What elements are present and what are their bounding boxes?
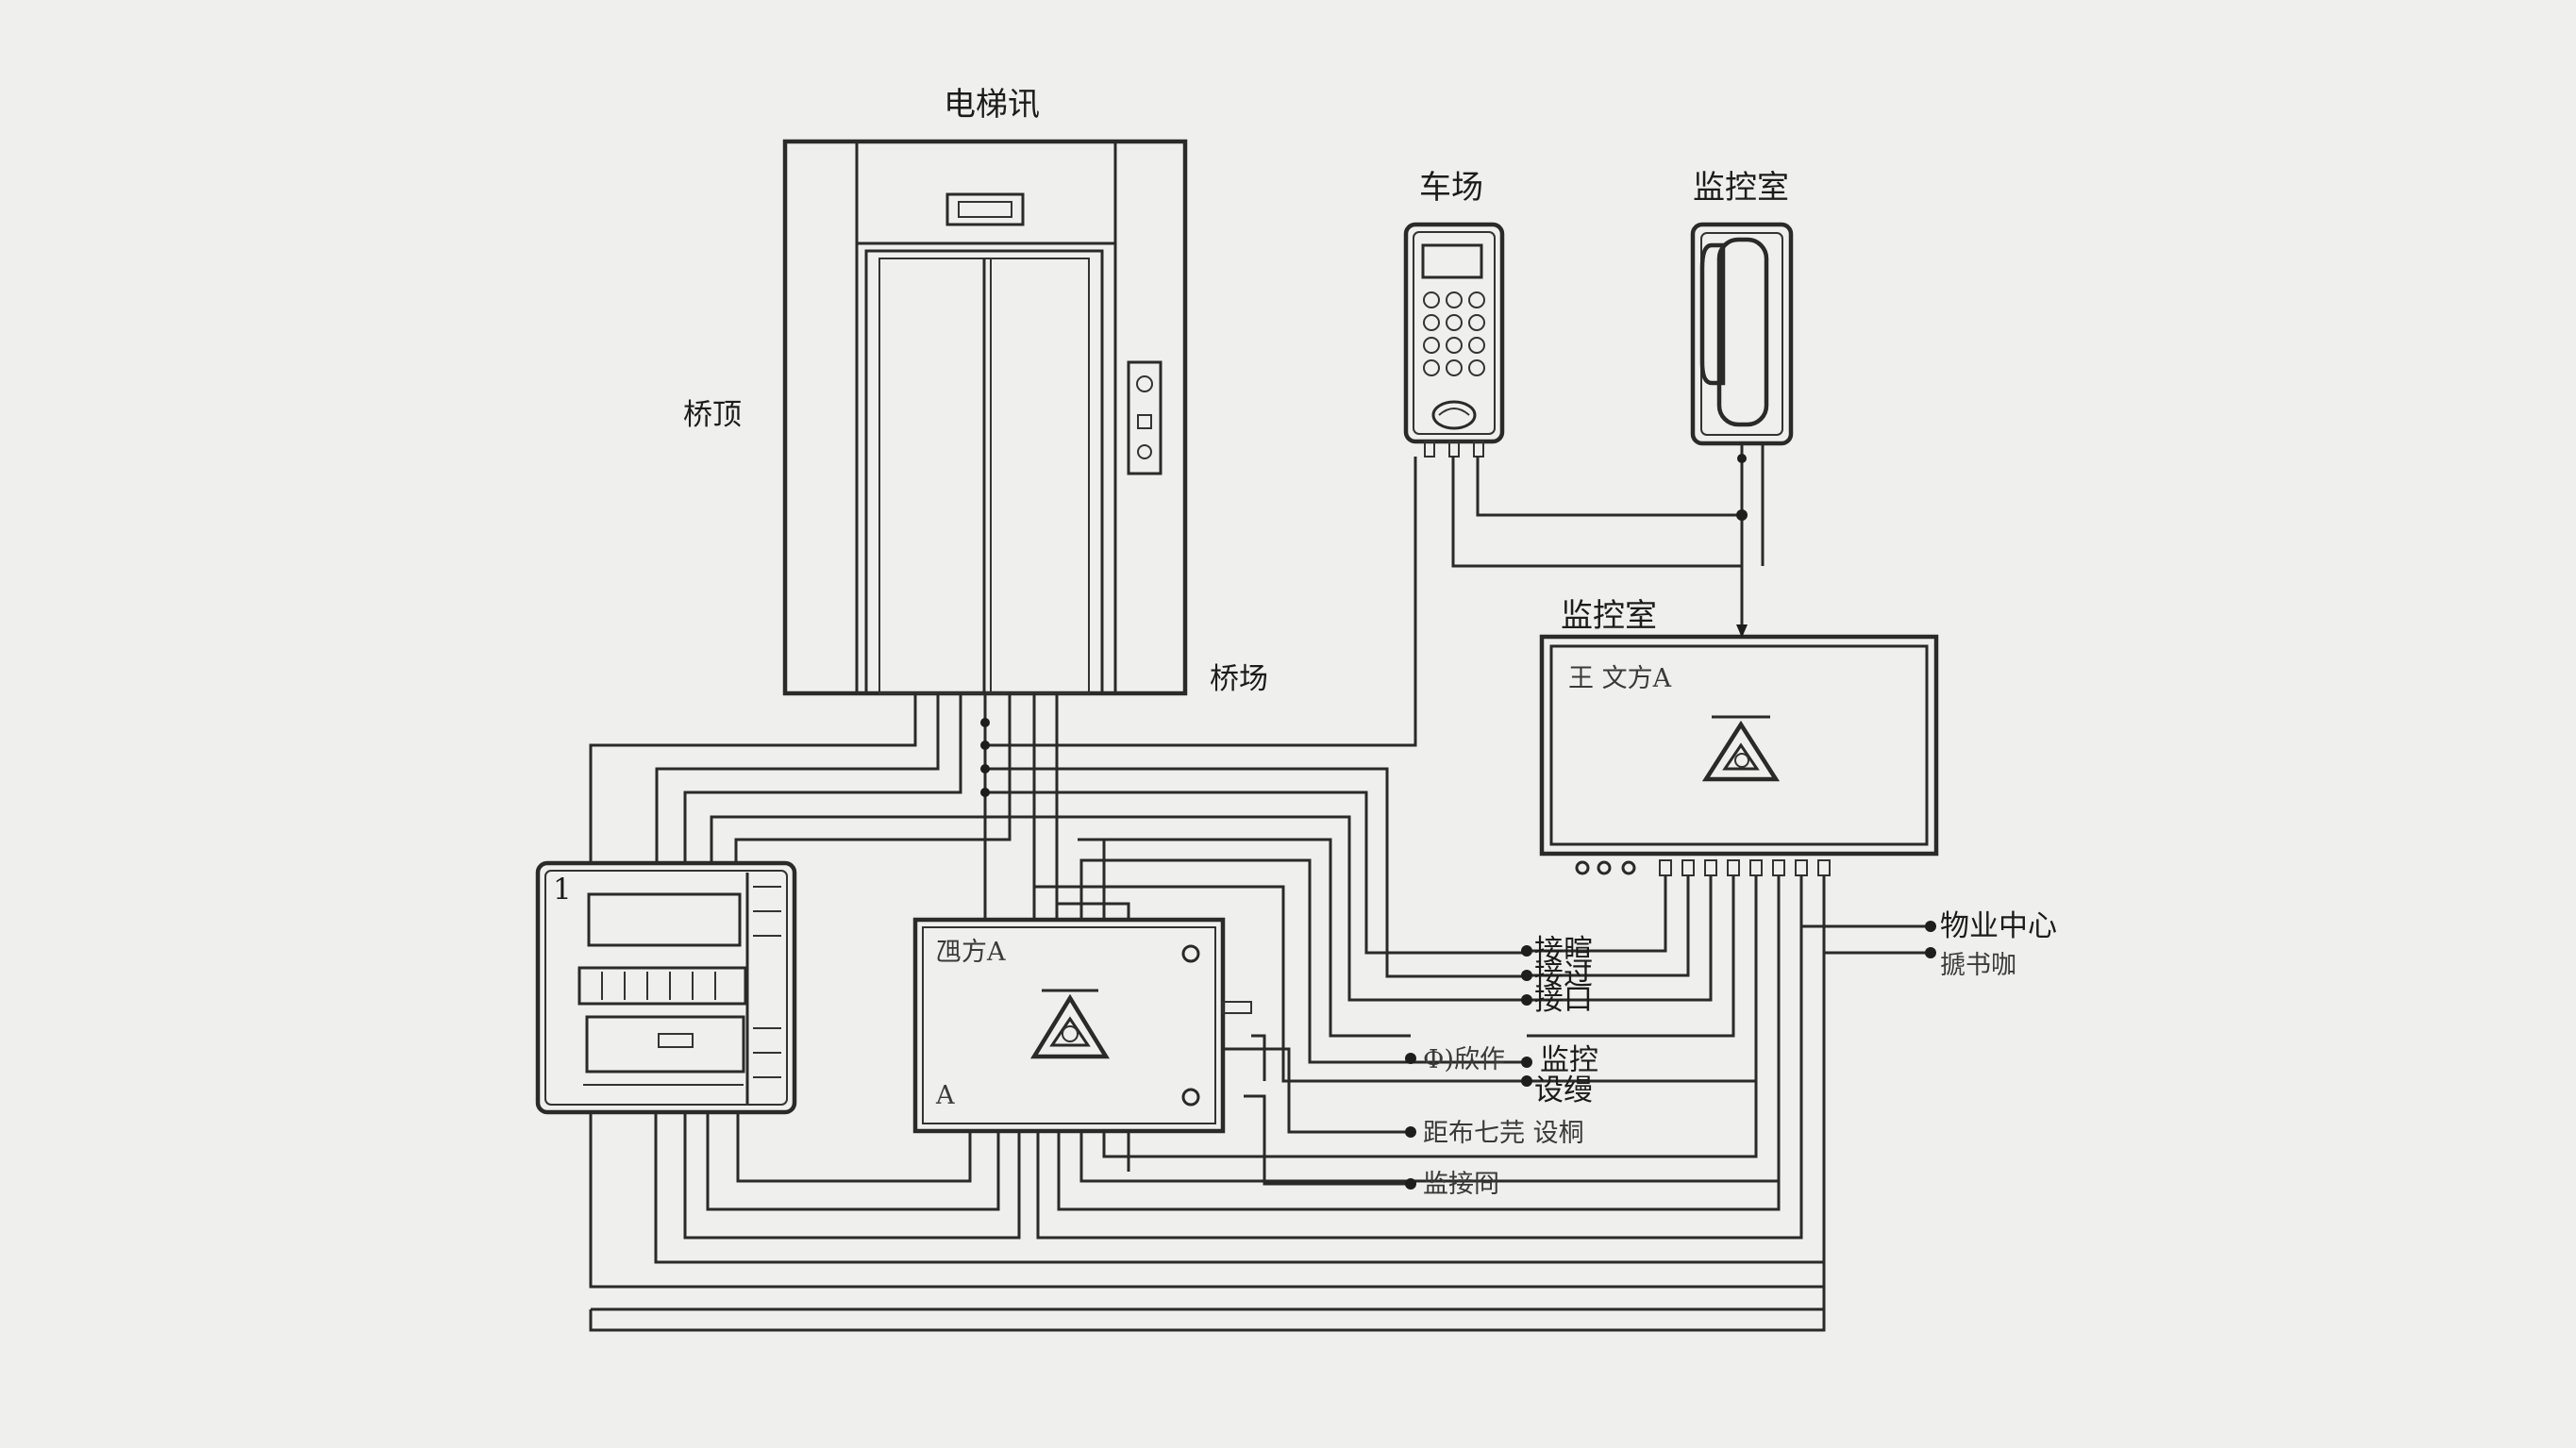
speaker-icon xyxy=(1431,400,1477,430)
relay-module-icon xyxy=(585,1015,745,1074)
call-button-panel xyxy=(1127,360,1163,475)
left-box-tag: 1 xyxy=(553,873,572,907)
console-screen xyxy=(1549,644,1929,846)
bottom-note-1: 距布七芫 设桐 xyxy=(1423,1119,1584,1148)
center-warning-triangle-icon xyxy=(1029,989,1111,1059)
monitor-label: 监控 xyxy=(1540,1043,1598,1077)
console-ports xyxy=(1659,859,1831,876)
keypad-icon xyxy=(1423,291,1485,376)
elevator-unit xyxy=(782,139,1188,696)
monitor-room-phone xyxy=(1690,222,1794,458)
left-box-frame xyxy=(535,860,797,1115)
screw-icon xyxy=(1181,944,1200,963)
car-top-label: 桥顶 xyxy=(683,398,742,432)
center-box-text: 乪方A xyxy=(936,938,1006,967)
port-label-2: 接过 xyxy=(1534,958,1593,992)
warning-triangle-icon xyxy=(1701,715,1781,782)
center-box-corner: A xyxy=(935,1081,955,1110)
call-button-icon xyxy=(1136,375,1153,392)
console-led-icon xyxy=(1575,860,1590,875)
handset-icon xyxy=(1699,242,1726,386)
intercom-screen xyxy=(1421,243,1483,279)
property-sub-label: 搋书咖 xyxy=(1940,951,2016,980)
car-side-label: 桥场 xyxy=(1210,662,1268,696)
center-control-box xyxy=(912,917,1252,1134)
parking-label: 车场 xyxy=(1419,169,1483,207)
port-label-3: 接口 xyxy=(1534,983,1593,1017)
phone-housing xyxy=(1690,222,1794,446)
labels: 电梯讯 桥顶 桥场 车场 监控室 监控室 王 文方A 乪方A A 1 物业中心 … xyxy=(553,86,2057,1199)
bottom-note-2: 监接冏 xyxy=(1423,1170,1499,1199)
monitor-room-box-label: 监控室 xyxy=(1561,597,1657,635)
device-label: 设缦 xyxy=(1534,1074,1593,1107)
port-label-1: 接暄 xyxy=(1534,934,1593,968)
left-control-box xyxy=(535,860,797,1115)
terminal-block-icon xyxy=(587,892,742,947)
center-box-frame xyxy=(912,917,1226,1134)
breaker-row-icon xyxy=(577,966,747,1006)
monitor-room-top-label: 监控室 xyxy=(1693,169,1789,207)
property-center-label: 物业中心 xyxy=(1940,909,2057,943)
monitor-panel-text: 王 文方A xyxy=(1568,664,1672,693)
parking-intercom xyxy=(1403,222,1505,458)
left-note-1: Ф)欣作 xyxy=(1423,1045,1505,1074)
elevator-title: 电梯讯 xyxy=(944,86,1040,124)
wiring xyxy=(589,443,1936,1332)
floor-indicator-icon xyxy=(945,192,1025,226)
